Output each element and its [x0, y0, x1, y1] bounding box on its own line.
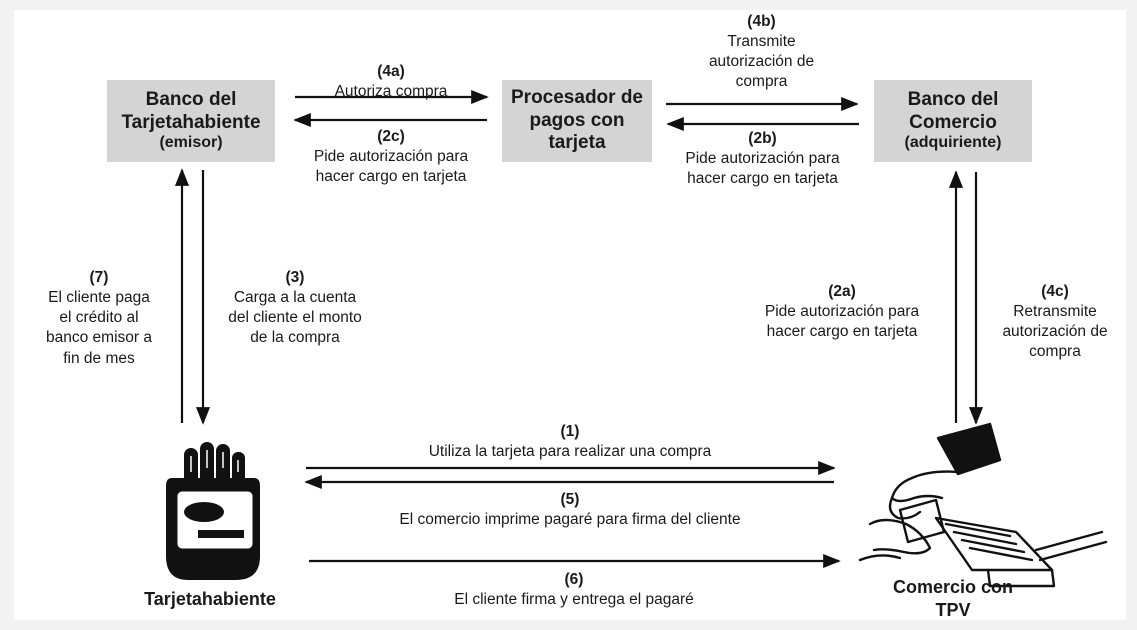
- issuer-bank-name-1: Banco del: [145, 89, 237, 111]
- step-4a-label: (4a)Autoriza compra: [334, 63, 448, 101]
- processor-name-1: Procesador de: [511, 87, 643, 109]
- merchant-bank-name-1: Banco del: [907, 89, 999, 111]
- merchant-label: Comercio con TPV: [874, 576, 1032, 621]
- arrow-layer: [174, 89, 984, 569]
- step-1-label: (1)Utiliza la tarjeta para realizar una …: [428, 423, 712, 461]
- step-6-label: (6)El cliente firma y entrega el pagaré: [454, 571, 694, 609]
- merchant-bank-box: Banco del Comercio (adquiriente): [874, 80, 1032, 162]
- step-5-label: (5)El comercio imprime pagaré para firma…: [399, 491, 741, 529]
- issuer-bank-box: Banco del Tarjetahabiente (emisor): [107, 80, 275, 162]
- hands-signing-at-terminal-icon: [858, 422, 1108, 588]
- processor-name-2: pagos con: [529, 109, 625, 131]
- merchant-label-line-2: TPV: [935, 599, 971, 620]
- cardholder-label: Tarjetahabiente: [144, 589, 276, 609]
- processor-name-3: tarjeta: [548, 132, 606, 154]
- merchant-bank-role: (adquiriente): [904, 133, 1002, 151]
- merchant-label-line-1: Comercio con: [892, 577, 1014, 597]
- issuer-bank-name-2: Tarjetahabiente: [121, 111, 261, 133]
- hand-holding-card-icon: [166, 442, 260, 580]
- processor-box: Procesador de pagos con tarjeta: [502, 80, 652, 162]
- flow-diagram: Banco del Tarjetahabiente (emisor) Proce…: [14, 10, 1126, 620]
- merchant-bank-name-2: Comercio: [909, 111, 997, 133]
- issuer-bank-role: (emisor): [159, 133, 223, 151]
